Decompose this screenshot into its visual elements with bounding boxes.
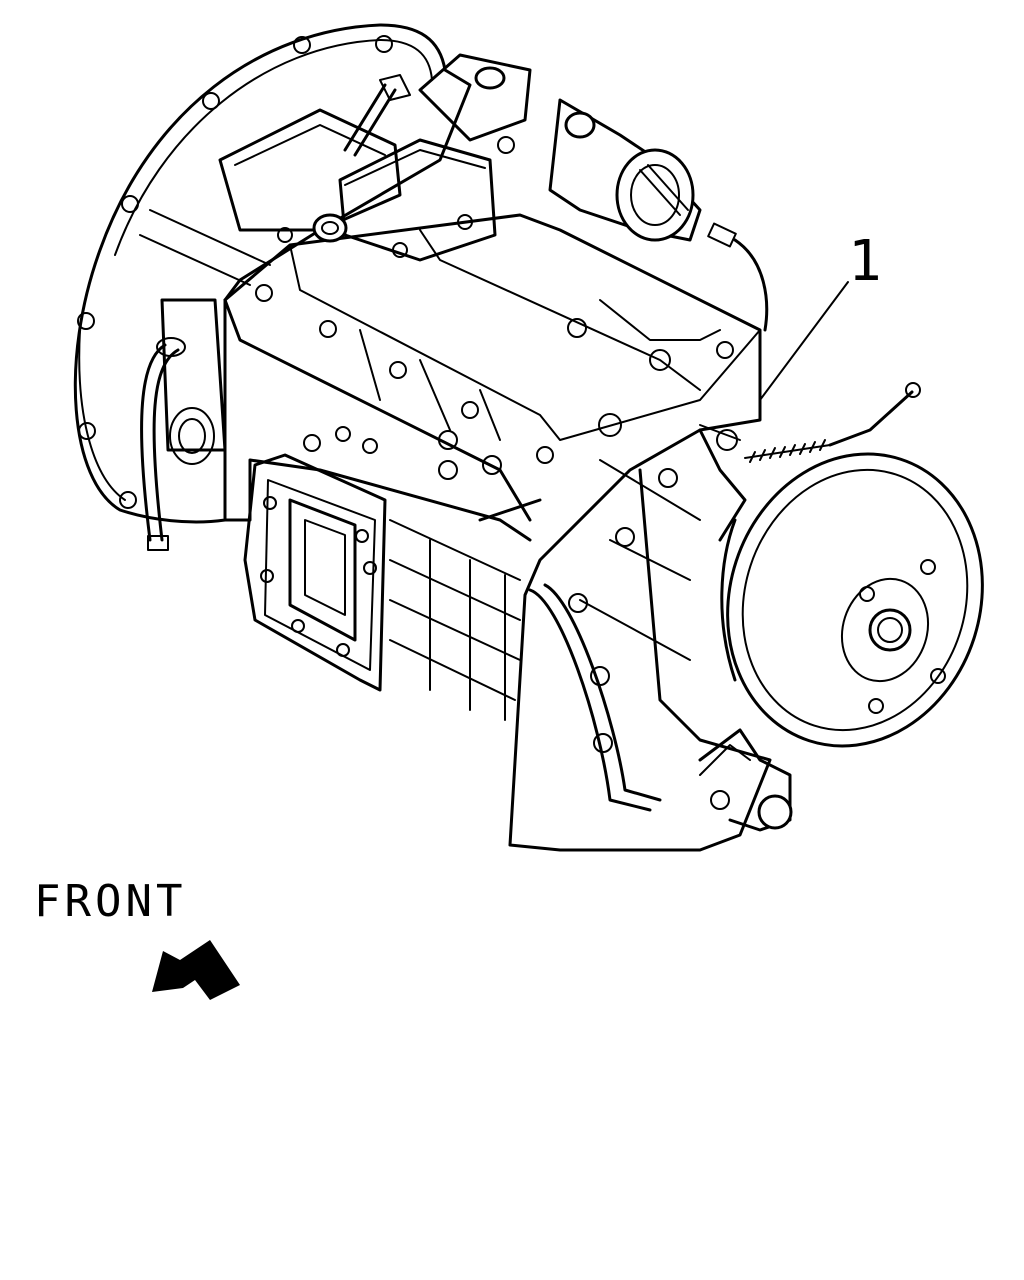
- orientation-indicator: FRONT: [34, 876, 240, 1000]
- gearbox-case: [218, 53, 772, 852]
- callout-number: 1: [848, 229, 882, 294]
- front-label: FRONT: [34, 876, 186, 927]
- callout: 1: [759, 229, 882, 401]
- side-cover: [243, 426, 542, 721]
- clutch-housing: [73, 23, 472, 551]
- brake-drum: [720, 382, 984, 748]
- callout-leader-line: [759, 281, 849, 401]
- rear-housing: [528, 424, 793, 832]
- front-arrow-icon: [152, 940, 240, 1000]
